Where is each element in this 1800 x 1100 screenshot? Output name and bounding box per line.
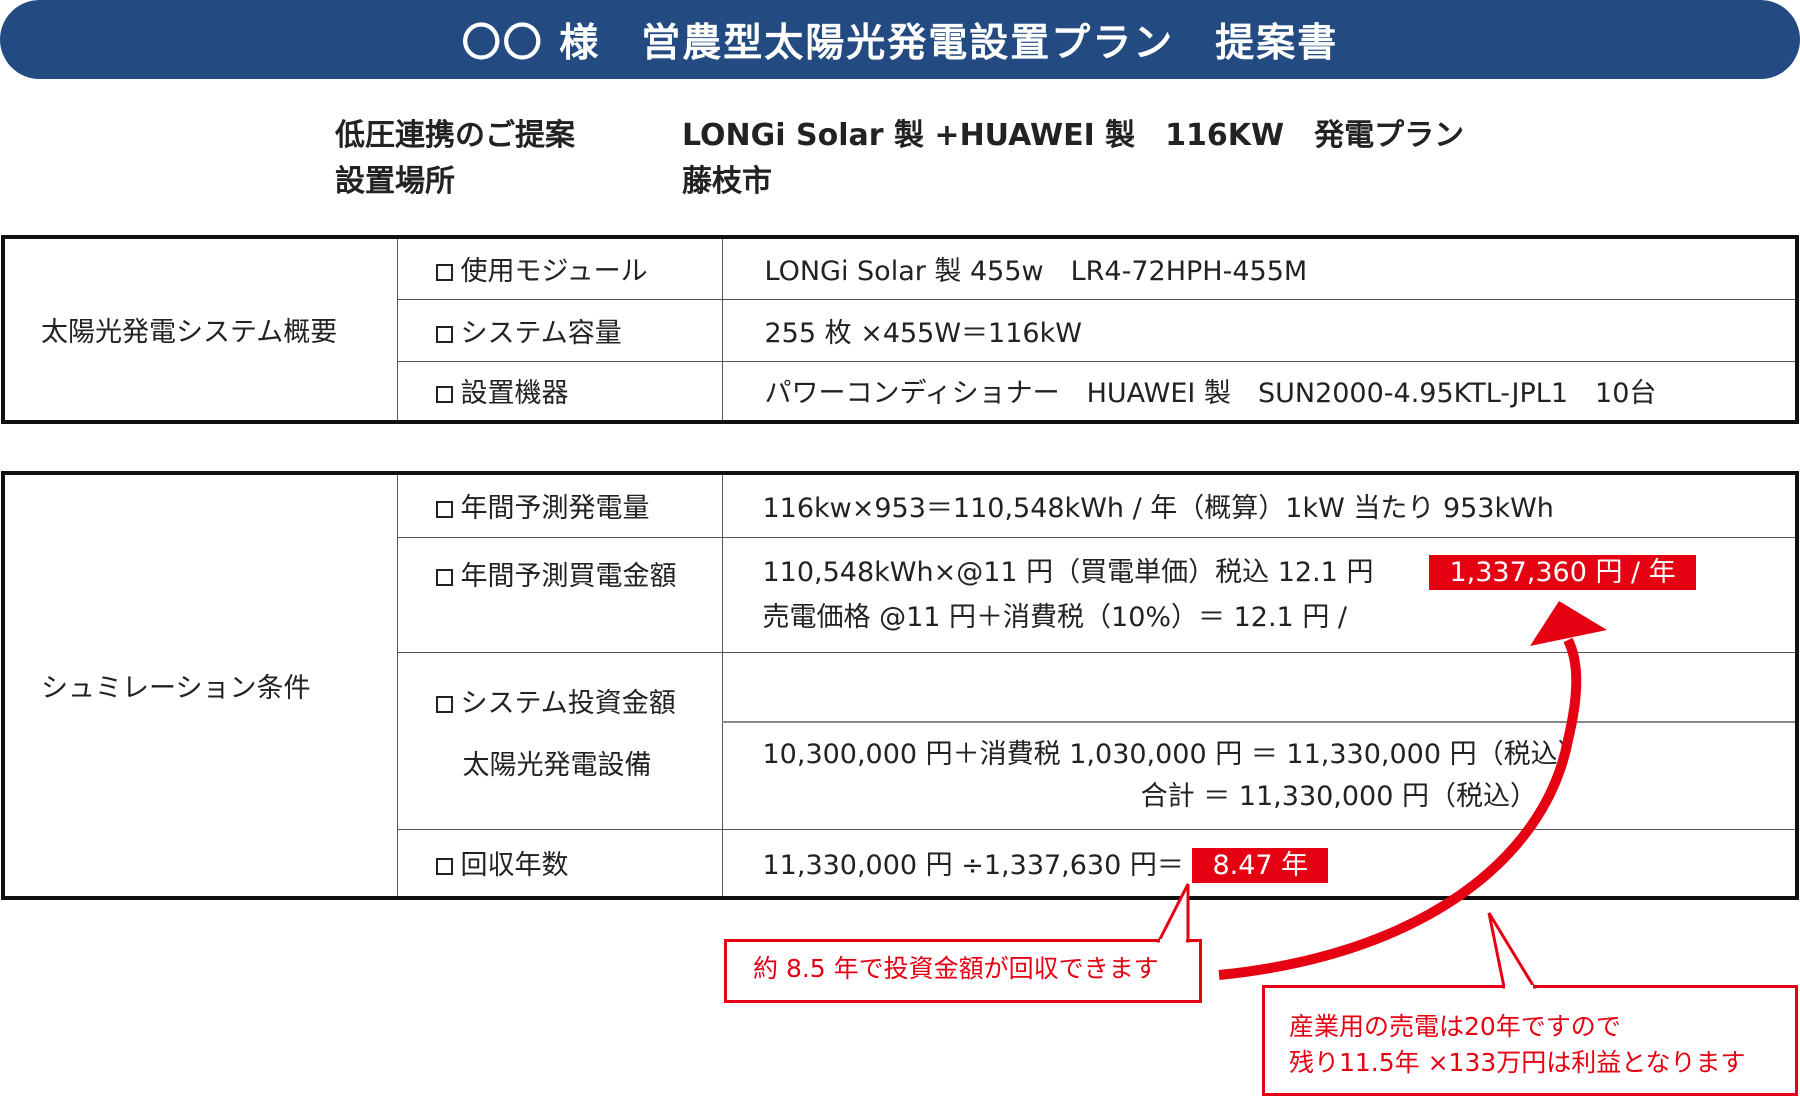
payback-callout: 約 8.5 年で投資金額が回収できます bbox=[724, 939, 1202, 1003]
row-label: 使用モジュール bbox=[396, 236, 723, 300]
sales-line1: 110,548kWh×@11 円（買電単価）税込 12.1 円 bbox=[762, 556, 1374, 588]
investment-sub-label: 太陽光発電設備 bbox=[462, 749, 652, 781]
table-row: 10,300,000 円＋消費税 1,030,000 円 ＝ 11,330,00… bbox=[3, 721, 1798, 830]
simulation-table: シュミレーション条件 年間予測発電量 116kw×953＝110,548kWh … bbox=[1, 471, 1799, 900]
row-label: 年間予測発電量 bbox=[396, 472, 723, 538]
module-label: 使用モジュール bbox=[460, 256, 648, 288]
annual-revenue-badge: 1,337,360 円 / 年 bbox=[1429, 554, 1696, 590]
checkbox-square-icon bbox=[435, 568, 453, 586]
table-row: システム容量 255 枚 ×455W＝116kW bbox=[3, 298, 1798, 362]
callout-pointer bbox=[1156, 883, 1190, 944]
equipment-label: 設置機器 bbox=[460, 378, 569, 410]
table-row: 年間予測買電金額 110,548kWh×@11 円（買電単価）税込 12.1 円… bbox=[3, 536, 1798, 653]
sales-line2: 売電価格 @11 円＋消費税（10%）＝ 12.1 円 / bbox=[762, 601, 1348, 633]
page-title: 〇〇 様 営農型太陽光発電設置プラン 提案書 bbox=[461, 20, 1339, 66]
profit-note-line1: 産業用の売電は20年ですので bbox=[1289, 1012, 1621, 1041]
arrow-head-icon bbox=[1530, 601, 1607, 646]
equipment-value: パワーコンディショナー HUAWEI 製 SUN2000-4.95KTL-JPL… bbox=[721, 360, 1798, 423]
generation-label: 年間予測発電量 bbox=[460, 493, 650, 525]
profit-note-line2: 残り11.5年 ×133万円は利益となります bbox=[1289, 1048, 1746, 1077]
capacity-label: システム容量 bbox=[460, 317, 622, 349]
checkbox-square-icon bbox=[435, 858, 453, 876]
module-value: LONGi Solar 製 455w LR4-72HPH-455M bbox=[721, 236, 1798, 300]
row-label: システム投資金額太陽光発電設備 bbox=[396, 651, 723, 830]
checkbox-square-icon bbox=[435, 695, 453, 713]
checkbox-square-icon bbox=[435, 386, 453, 404]
system-overview-table: 太陽光発電システム概要 使用モジュール LONGi Solar 製 455w L… bbox=[1, 235, 1799, 424]
investment-total: 合計 ＝ 11,330,000 円（税込） bbox=[1140, 780, 1537, 812]
row-label: 年間予測買電金額 bbox=[396, 536, 723, 653]
arrow-curve bbox=[1218, 637, 1582, 980]
payback-cell: 11,330,000 円 ÷1,337,630 円＝ 8.47 年 bbox=[721, 828, 1798, 899]
investment-cell: 10,300,000 円＋消費税 1,030,000 円 ＝ 11,330,00… bbox=[721, 721, 1798, 830]
location-value: 藤枝市 bbox=[682, 164, 772, 199]
sales-cell: 110,548kWh×@11 円（買電単価）税込 12.1 円 1,337,360… bbox=[721, 536, 1798, 653]
location-label: 設置場所 bbox=[335, 164, 455, 199]
table-row: 設置機器 パワーコンディショナー HUAWEI 製 SUN2000-4.95KT… bbox=[3, 360, 1798, 423]
payback-label: 回収年数 bbox=[460, 850, 569, 882]
checkbox-square-icon bbox=[435, 501, 453, 519]
payback-note: 約 8.5 年で投資金額が回収できます bbox=[753, 954, 1159, 983]
capacity-value: 255 枚 ×455W＝116kW bbox=[721, 298, 1798, 362]
callout-pointer bbox=[1487, 912, 1537, 990]
table-row: 回収年数 11,330,000 円 ÷1,337,630 円＝ 8.47 年 bbox=[3, 828, 1798, 899]
checkbox-square-icon bbox=[435, 325, 453, 343]
plan-value: LONGi Solar 製 +HUAWEI 製 116KW 発電プラン bbox=[682, 118, 1465, 153]
row-label: 設置機器 bbox=[396, 360, 723, 423]
investment-label: システム投資金額 bbox=[460, 687, 676, 719]
table-row: 太陽光発電システム概要 使用モジュール LONGi Solar 製 455w L… bbox=[2, 236, 1798, 423]
plan-label: 低圧連携のご提案 bbox=[335, 118, 575, 153]
title-bar: 〇〇 様 営農型太陽光発電設置プラン 提案書 bbox=[0, 0, 1800, 79]
table-row: システム投資金額太陽光発電設備 bbox=[3, 651, 1798, 830]
profit-callout: 産業用の売電は20年ですので残り11.5年 ×133万円は利益となります bbox=[1262, 985, 1798, 1096]
payback-formula: 11,330,000 円 ÷1,337,630 円＝ bbox=[762, 850, 1184, 882]
sales-label: 年間予測買電金額 bbox=[460, 560, 677, 592]
checkbox-square-icon bbox=[435, 264, 453, 282]
row-label: システム容量 bbox=[396, 298, 723, 362]
payback-years-badge: 8.47 年 bbox=[1192, 848, 1329, 884]
row-label: 回収年数 bbox=[396, 828, 723, 899]
simulation-section-label: シュミレーション条件 bbox=[2, 472, 398, 899]
